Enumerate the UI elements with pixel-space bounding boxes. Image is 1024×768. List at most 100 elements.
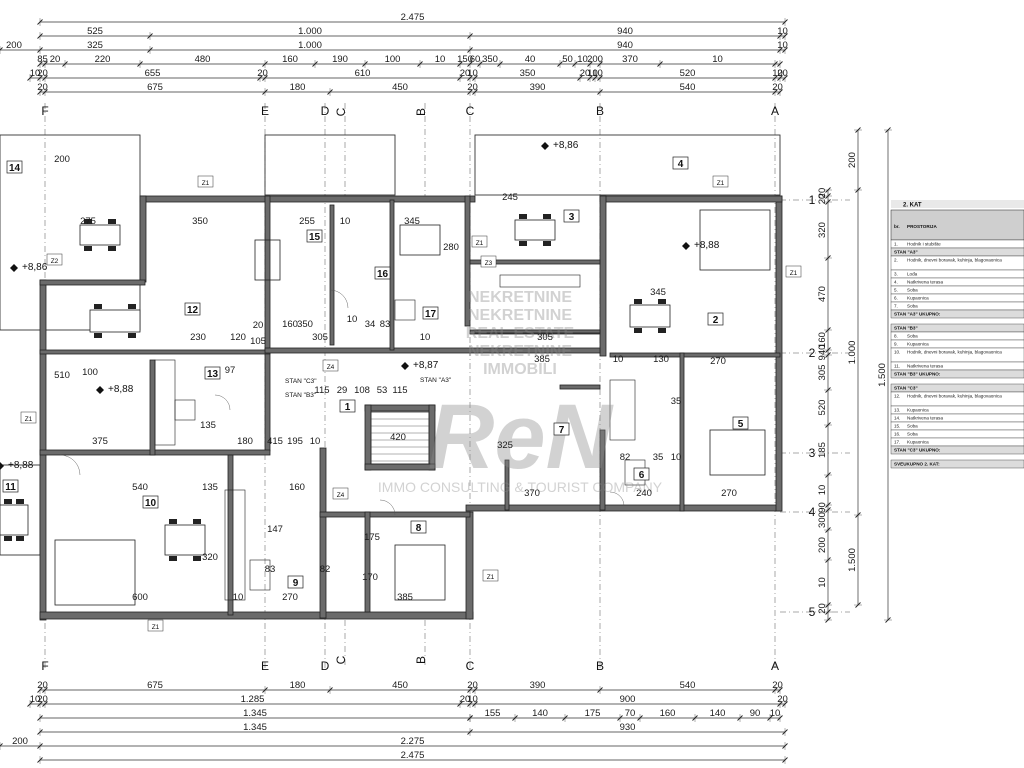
dim-top-row5-value: 20 [467, 82, 478, 93]
table-cell-no: 6. [894, 296, 898, 301]
interior-dimension: 305 [537, 332, 553, 343]
room-number: 1 [345, 402, 351, 413]
dim-top-row4b-value: 20 [37, 68, 48, 79]
wall-tag-box [147, 619, 164, 632]
dim-top-row4-value: 40 [525, 54, 536, 65]
interior-dimension: 180 [237, 436, 253, 447]
door-swing [379, 499, 396, 516]
dim-right-col3-slash [885, 127, 891, 133]
dim-bottom-row3b-slash [637, 715, 643, 721]
dim-bottom-row1-slash [42, 687, 48, 693]
table-cell-no: 10. [894, 350, 900, 355]
wall-tag-box [322, 359, 339, 372]
dim-top-row4-slash [597, 61, 603, 67]
dim-bottom-row1-slash [597, 687, 603, 693]
wall-tag-box [20, 411, 37, 424]
dining-table [89, 309, 141, 333]
table-cell-no: 14. [894, 416, 900, 421]
dim-right-col1-value: 20 [817, 188, 828, 199]
dim-top-row2-slash [777, 33, 783, 39]
dim-bottom-row3b-value: 90 [750, 708, 761, 719]
sofa [699, 209, 771, 271]
dim-top-row3-slash [782, 47, 788, 53]
axis-label-top-5: A [771, 104, 779, 118]
interior-dimension: 600 [132, 592, 148, 603]
dim-top-row4-slash [587, 61, 593, 67]
dim-right-col1-value: 160 [817, 332, 828, 348]
table-cell-no: 12. [894, 394, 900, 399]
interior-dimension: 29 [337, 385, 348, 396]
dim-top-row4-value: 10 [712, 54, 723, 65]
table-header-no: br. [894, 224, 900, 229]
dim-top-row3-value: 325 [87, 40, 103, 51]
dim-top-row4-value: 150 [457, 54, 473, 65]
dim-bottom-row3b-slash [767, 715, 773, 721]
room-number-box [672, 156, 689, 170]
dim-top-row4b-value: 10 [592, 68, 603, 79]
dim-right-col2-slash [855, 512, 861, 518]
interior-dimension: 35 [653, 452, 664, 463]
table-title-bg [891, 200, 1024, 208]
room-number: 5 [738, 419, 744, 430]
table-cell-no: 2. [894, 258, 898, 263]
wall-tag-box [785, 265, 802, 278]
dim-top-row4-slash [477, 61, 483, 67]
watermark-line: NEKRETNINE [468, 307, 572, 324]
dim-right-col1-value: 940 [817, 345, 828, 361]
dim-right-col1-slash [825, 193, 831, 199]
room-number-box [339, 399, 356, 413]
room-number-box [306, 229, 323, 243]
chair [84, 219, 92, 224]
dim-top-row4-slash [457, 61, 463, 67]
dim-bottom-row3b-slash [562, 715, 568, 721]
dim-top-row4b-value: 20 [460, 68, 471, 79]
dim-top-row4b-slash [457, 75, 463, 81]
room-number: 4 [678, 159, 684, 170]
table-cell-no: 3. [894, 272, 898, 277]
dim-bottom-row3b-slash [692, 715, 698, 721]
dim-right-col2-slash [855, 602, 861, 608]
dim-right-col1-value: 10 [817, 485, 828, 496]
axis-label-bottom-3: C [466, 659, 475, 673]
dim-top-row4b-value: 655 [145, 68, 161, 79]
dim-right-col2-value: 1.500 [847, 548, 858, 572]
interior-dimension: 108 [354, 385, 370, 396]
dim-right-col1-slash [825, 617, 831, 623]
wall-segment [149, 359, 156, 456]
interior-dimension: 97 [225, 365, 236, 376]
chair [519, 241, 527, 246]
table-cell-room: Hodnik, dnevni boravak, kuhinja, blagova… [907, 394, 1002, 399]
dim-top-row5-slash [262, 89, 268, 95]
dim-top-total-slash [37, 19, 43, 25]
dim-top-row4-value: 350 [482, 54, 498, 65]
wall-segment [319, 447, 327, 619]
chair [658, 299, 666, 304]
dim-top-row3-value: 10 [777, 40, 788, 51]
dim-top-row3-slash [777, 47, 783, 53]
dim-bottom-row2-slash [457, 701, 463, 707]
dim-bottom-row4-slash [782, 729, 788, 735]
bed [394, 544, 446, 601]
dim-top-row4b-value: 610 [355, 68, 371, 79]
level-mark: +8,86 [22, 262, 48, 273]
table-cell-room: Soba [907, 432, 918, 437]
dining-table [0, 504, 29, 536]
room-number-box [553, 422, 570, 436]
dim-bottom-row3b-value: 140 [532, 708, 548, 719]
interior-dimension: 10 [420, 332, 431, 343]
dim-right-col1-value: 200 [817, 537, 828, 553]
interior-dimension: 130 [653, 354, 669, 365]
level-mark: +8,86 [553, 140, 579, 151]
chair [108, 219, 116, 224]
level-marker-icon [682, 242, 690, 250]
wall-segment [39, 611, 474, 620]
level-mark: +8,88 [694, 240, 720, 251]
bed [254, 239, 281, 281]
dim-top-row4b-slash [782, 75, 788, 81]
watermark-tagline: IMMO CONSULTING & TOURIST COMPANY [378, 479, 663, 495]
dim-top-row4-value: 200 [587, 54, 603, 65]
table-cell-room: Natkrivena terasa [907, 364, 943, 369]
dim-bottom-row4-value: 930 [620, 722, 636, 733]
